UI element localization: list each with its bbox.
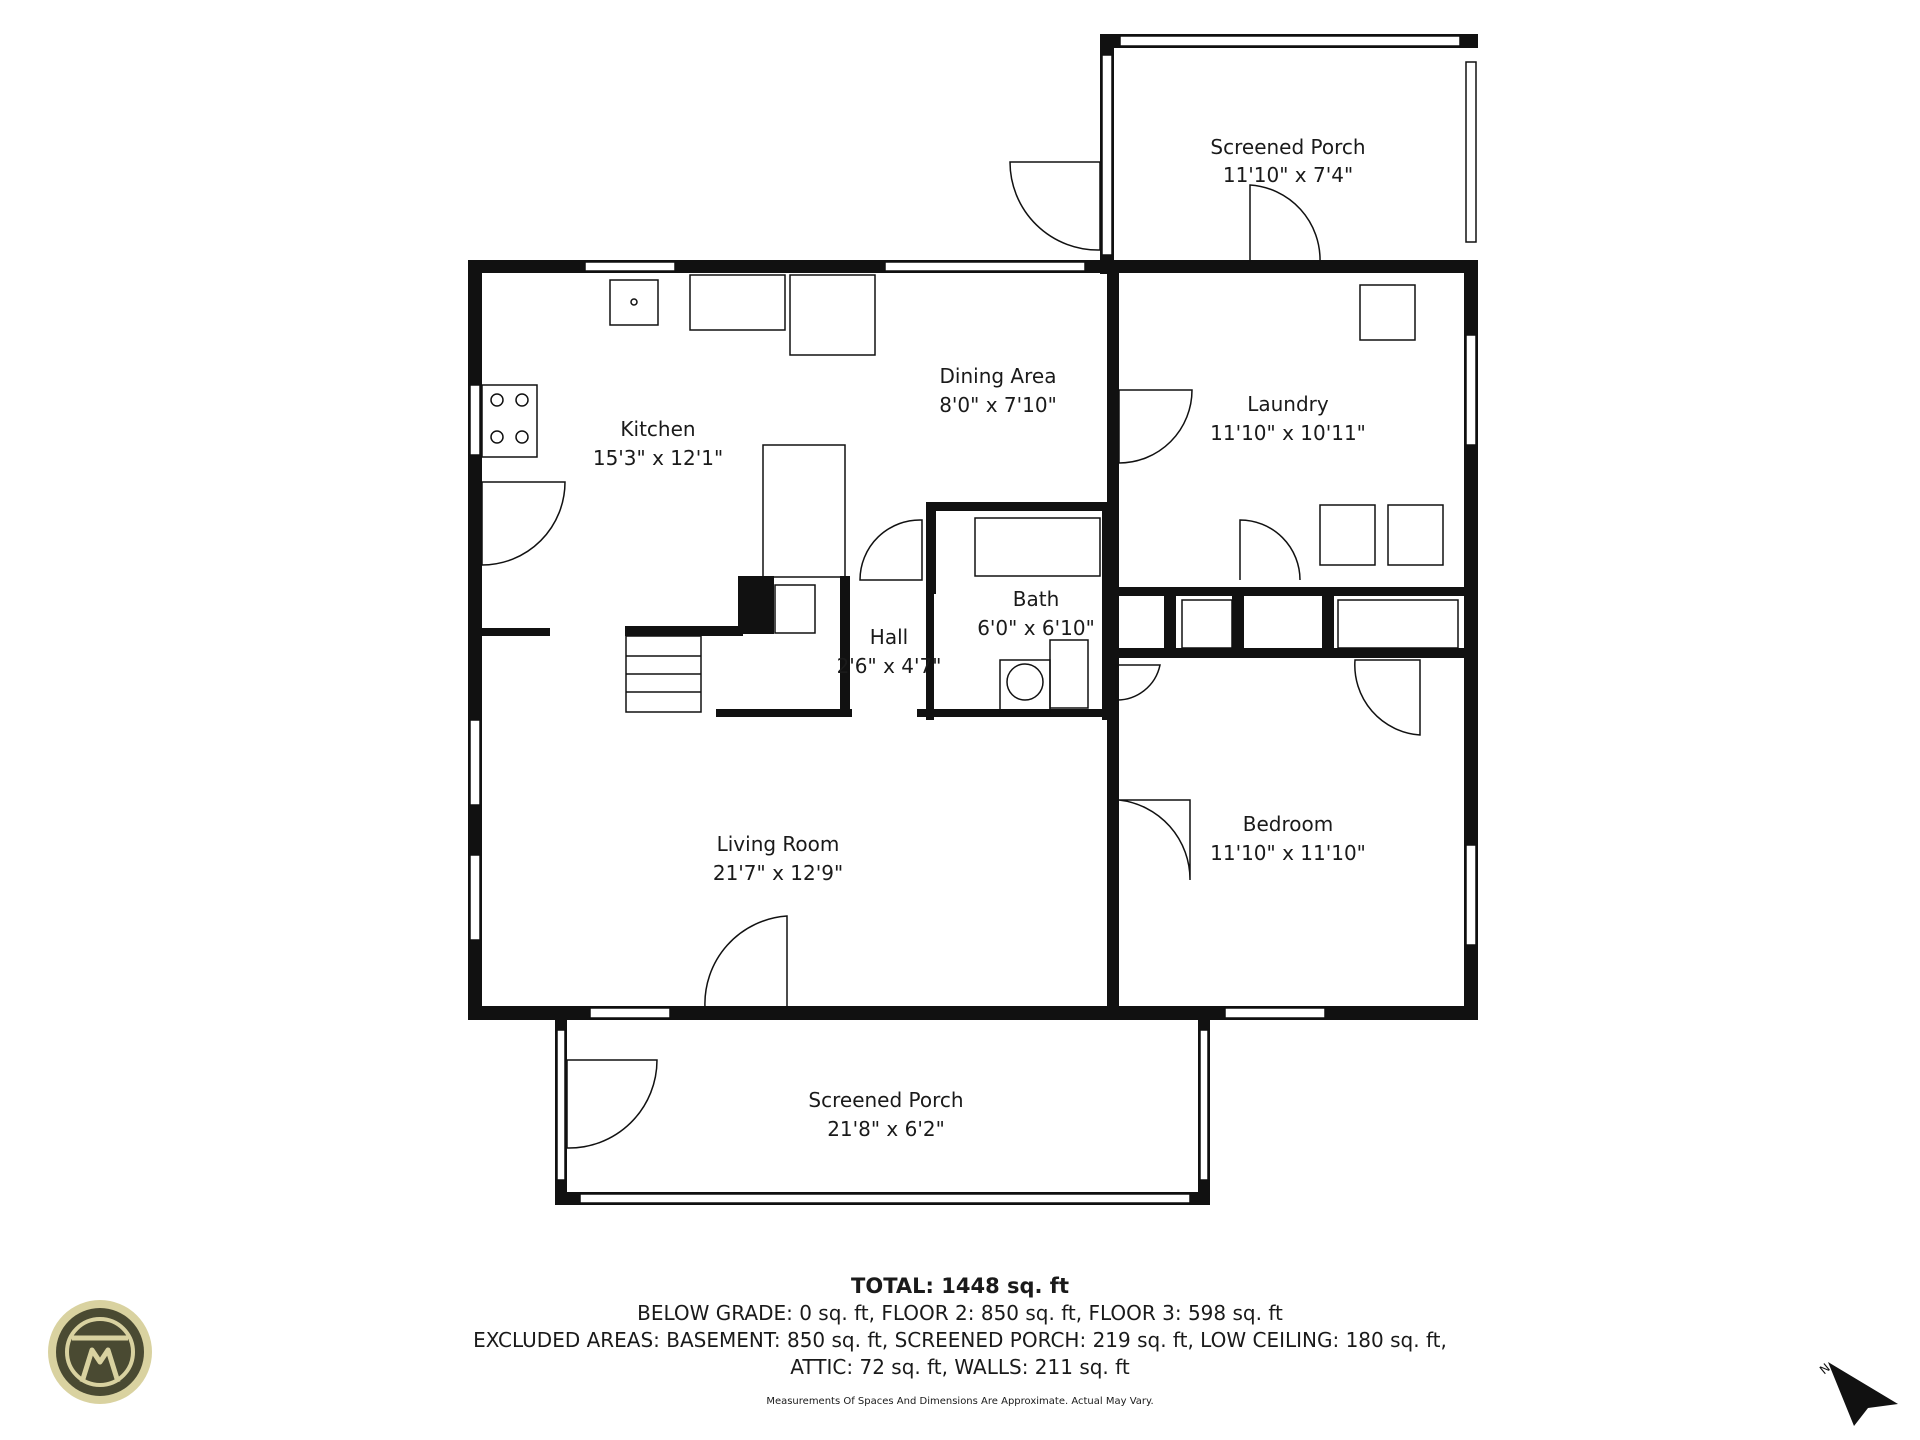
hall-size: 2'6" x 4'7": [837, 654, 942, 678]
living-size: 21'7" x 12'9": [713, 861, 843, 885]
company-logo-icon: [48, 1300, 152, 1404]
kitchen-name: Kitchen: [620, 417, 695, 441]
laundry-name: Laundry: [1247, 392, 1329, 416]
disclaimer: Measurements Of Spaces And Dimensions Ar…: [766, 1396, 1154, 1407]
porch-bottom-size: 21'8" x 6'2": [827, 1117, 945, 1141]
kitchen-size: 15'3" x 12'1": [593, 446, 723, 470]
area-summary: TOTAL: 1448 sq. ft BELOW GRADE: 0 sq. ft…: [0, 1272, 1920, 1409]
bath-size: 6'0" x 6'10": [977, 616, 1095, 640]
windows: [469, 35, 1477, 1204]
dining-name: Dining Area: [940, 364, 1057, 388]
room-labels: Screened Porch 11'10" x 7'4" Kitchen 15'…: [593, 135, 1366, 1141]
porch-top-name: Screened Porch: [1210, 135, 1365, 159]
fixtures: [481, 274, 1459, 713]
summary-line-1: BELOW GRADE: 0 sq. ft, FLOOR 2: 850 sq. …: [637, 1301, 1283, 1325]
north-arrow-icon: N: [1818, 1361, 1898, 1426]
summary-line-2: EXCLUDED AREAS: BASEMENT: 850 sq. ft, SC…: [473, 1328, 1447, 1352]
summary-line-3: ATTIC: 72 sq. ft, WALLS: 211 sq. ft: [790, 1355, 1130, 1379]
bedroom-name: Bedroom: [1243, 812, 1333, 836]
walls: [468, 34, 1478, 1205]
porch-bottom-name: Screened Porch: [808, 1088, 963, 1112]
bath-name: Bath: [1013, 587, 1060, 611]
dining-size: 8'0" x 7'10": [939, 393, 1057, 417]
hall-name: Hall: [870, 625, 908, 649]
north-label: N: [1818, 1361, 1833, 1377]
porch-top-size: 11'10" x 7'4": [1223, 163, 1353, 187]
laundry-size: 11'10" x 10'11": [1210, 421, 1366, 445]
bedroom-size: 11'10" x 11'10": [1210, 841, 1366, 865]
total-area: TOTAL: 1448 sq. ft: [851, 1274, 1069, 1298]
living-name: Living Room: [717, 832, 840, 856]
door-swings: [481, 161, 1421, 1149]
